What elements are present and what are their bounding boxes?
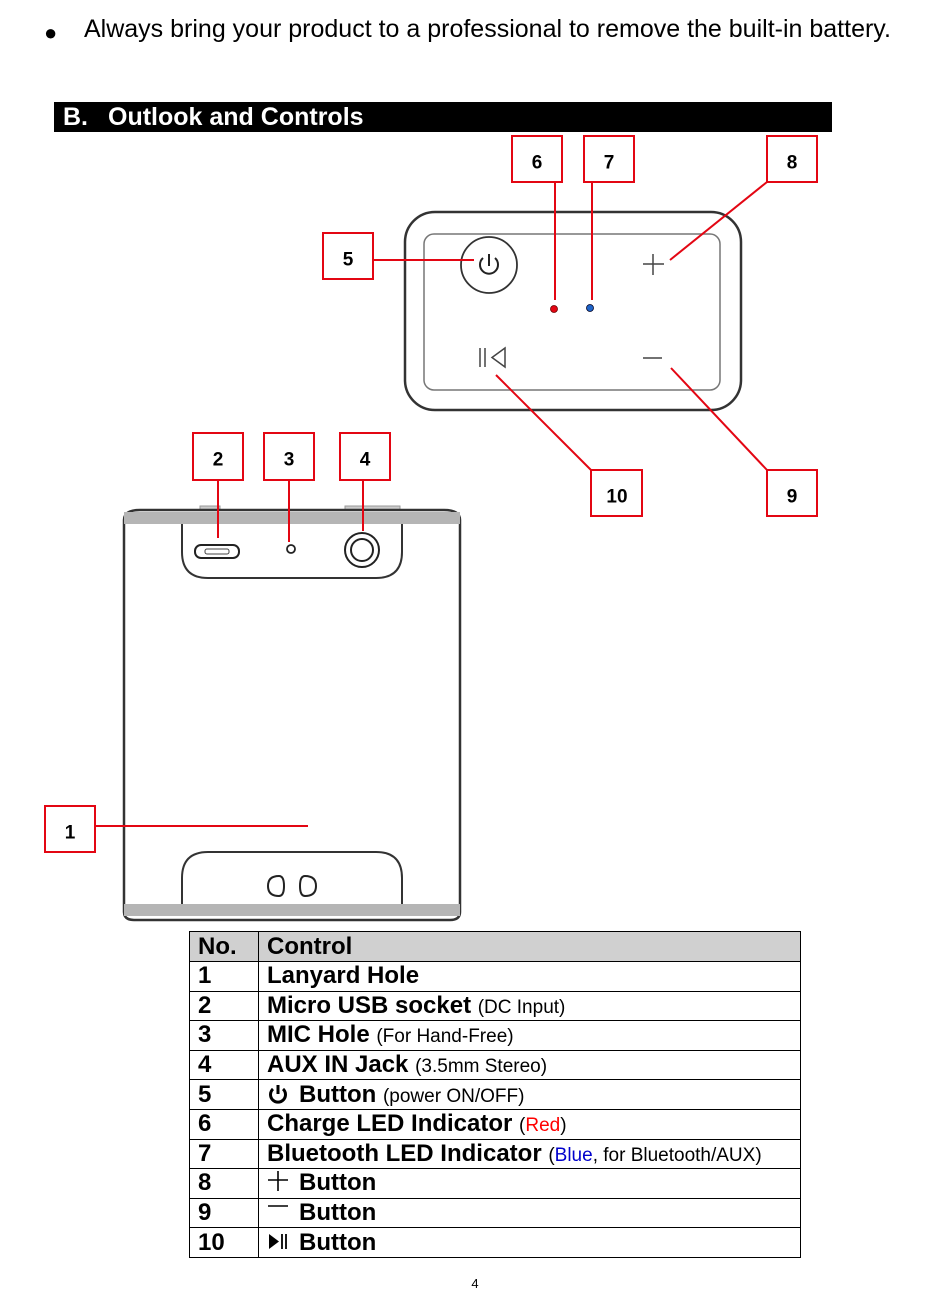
charge-led-icon — [550, 305, 558, 313]
detail-color-red: Red — [525, 1115, 561, 1137]
table-row: 3 MIC Hole (For Hand-Free) — [189, 1020, 801, 1051]
control-name: Button — [299, 1199, 377, 1227]
row-control: AUX IN Jack (3.5mm Stereo) — [258, 1049, 801, 1081]
table-row: 5 Button (power ON/OFF) — [189, 1079, 801, 1110]
table-row: 9 Button — [189, 1197, 801, 1229]
row-control: Micro USB socket (DC Input) — [258, 990, 801, 1022]
table-row: 10 Button — [189, 1227, 801, 1258]
row-number: 1 — [189, 961, 259, 992]
control-name: Bluetooth LED Indicator — [267, 1139, 542, 1167]
plus-button-icon — [643, 254, 664, 275]
detail-color-blue: Blue — [554, 1144, 593, 1166]
callout-box-4 — [339, 432, 391, 481]
table-row: 7 Bluetooth LED Indicator (Blue, for Blu… — [189, 1138, 801, 1170]
row-control: Charge LED Indicator (Red) — [258, 1108, 801, 1140]
control-name: Button — [299, 1080, 377, 1108]
section-heading: B. Outlook and Controls — [54, 102, 832, 132]
control-name: Micro USB socket — [267, 991, 472, 1019]
callout-box-6 — [511, 135, 563, 183]
table-row: 2 Micro USB socket (DC Input) — [189, 990, 801, 1022]
row-control: Lanyard Hole — [258, 961, 801, 992]
row-control: Button — [258, 1168, 801, 1199]
callout-box-9 — [766, 469, 818, 517]
play-pause-button-icon — [479, 346, 506, 369]
detail-close: ) — [560, 1115, 567, 1137]
callout-box-10 — [590, 469, 643, 517]
callout-label-3: 3 — [284, 450, 295, 471]
page-number: 4 — [471, 1276, 479, 1291]
table-row: 8 Button — [189, 1168, 801, 1199]
callout-box-7 — [583, 135, 635, 183]
callout-box-2 — [192, 432, 244, 481]
callout-box-3 — [263, 432, 315, 481]
row-control: Button — [258, 1197, 801, 1229]
controls-table: No. Control 1 Lanyard Hole 2 Micro USB s… — [189, 931, 801, 1258]
section-title: Outlook and Controls — [108, 103, 364, 131]
table-header-row: No. Control — [189, 931, 801, 962]
row-number: 5 — [189, 1079, 259, 1110]
row-number: 8 — [189, 1168, 259, 1199]
detail-open: ( — [548, 1144, 555, 1166]
lanyard-hole-icon — [266, 874, 318, 898]
callout-label-8: 8 — [787, 153, 798, 174]
control-detail: (For Hand-Free) — [376, 1026, 514, 1048]
table-row: 4 AUX IN Jack (3.5mm Stereo) — [189, 1049, 801, 1081]
bluetooth-led-icon — [586, 304, 594, 312]
callout-label-1: 1 — [65, 823, 76, 844]
control-name: Lanyard Hole — [267, 962, 420, 990]
row-control: Button (power ON/OFF) — [258, 1079, 801, 1110]
speaker-top-view — [403, 210, 743, 412]
header-control: Control — [258, 931, 801, 962]
control-detail: (power ON/OFF) — [382, 1085, 525, 1107]
row-number: 6 — [189, 1108, 259, 1140]
detail-open: ( — [519, 1115, 526, 1137]
row-number: 2 — [189, 990, 259, 1022]
callout-label-9: 9 — [787, 487, 798, 508]
callout-label-5: 5 — [343, 250, 354, 271]
minus-icon — [268, 1205, 288, 1207]
control-name: AUX IN Jack — [267, 1051, 409, 1079]
section-letter: B. — [63, 103, 88, 131]
row-number: 9 — [189, 1197, 259, 1229]
callout-box-8 — [766, 135, 818, 183]
callout-box-1 — [44, 805, 96, 853]
table-row: 1 Lanyard Hole — [189, 961, 801, 992]
row-control: Bluetooth LED Indicator (Blue, for Bluet… — [258, 1138, 801, 1170]
row-number: 7 — [189, 1138, 259, 1170]
plus-icon — [268, 1171, 288, 1192]
row-number: 3 — [189, 1020, 259, 1051]
callout-box-5 — [322, 232, 374, 280]
callout-label-4: 4 — [360, 450, 371, 471]
row-control: Button — [258, 1227, 801, 1258]
mic-hole-icon — [286, 544, 296, 554]
header-no: No. — [189, 931, 259, 962]
row-control: MIC Hole (For Hand-Free) — [258, 1020, 801, 1051]
control-name: Button — [299, 1228, 377, 1256]
callout-label-2: 2 — [213, 450, 224, 471]
bullet-dot-icon: ● — [44, 20, 58, 45]
speaker-front-view — [122, 505, 462, 922]
callout-label-10: 10 — [606, 487, 627, 508]
callout-label-6: 6 — [532, 153, 543, 174]
power-icon — [269, 1084, 287, 1104]
detail-close: , for Bluetooth/AUX) — [592, 1144, 762, 1166]
bullet-text: Always bring your product to a professio… — [84, 15, 891, 43]
play-pause-icon — [269, 1233, 287, 1249]
control-name: MIC Hole — [267, 1021, 370, 1049]
leader-lines — [95, 181, 768, 827]
control-detail: (DC Input) — [477, 996, 566, 1018]
row-number: 10 — [189, 1227, 259, 1258]
control-name: Charge LED Indicator — [267, 1110, 513, 1138]
row-number: 4 — [189, 1049, 259, 1081]
power-button-icon — [460, 236, 518, 294]
control-detail: (3.5mm Stereo) — [415, 1056, 548, 1078]
callout-label-7: 7 — [604, 153, 615, 174]
table-row: 6 Charge LED Indicator (Red) — [189, 1108, 801, 1140]
control-name: Button — [299, 1169, 377, 1197]
